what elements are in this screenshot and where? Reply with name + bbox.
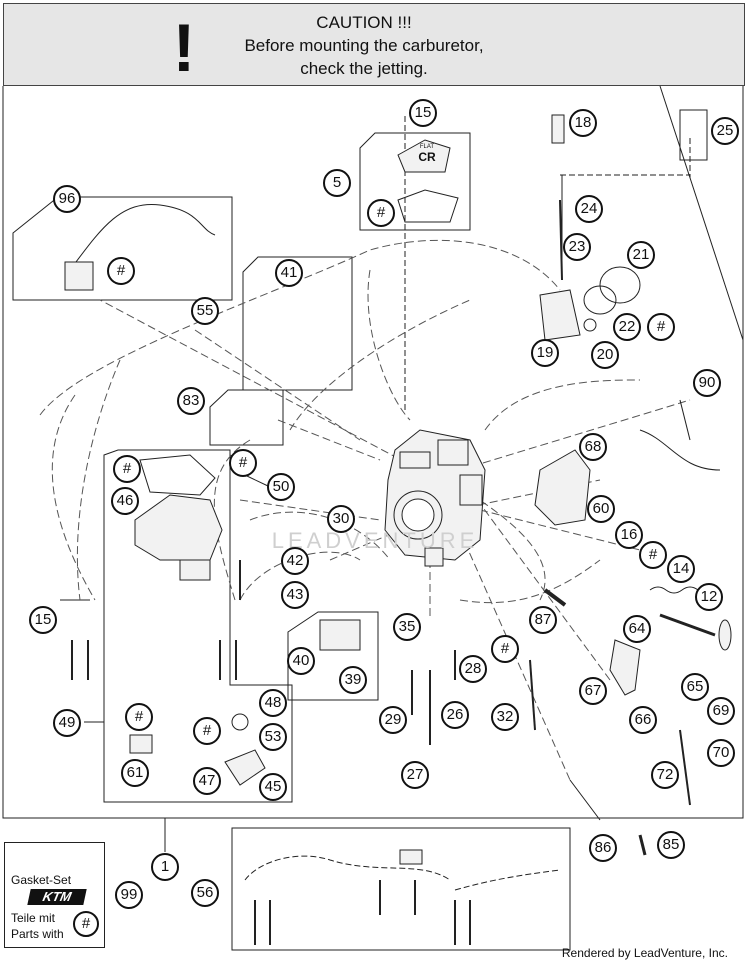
callout-60: 60 — [586, 494, 616, 524]
ktm-logo: KTM — [27, 889, 87, 905]
callout-5: 5 — [322, 168, 352, 198]
callout-hash-48: # — [124, 702, 154, 732]
watermark: LEADVENTURE — [272, 528, 479, 553]
gasket-set-hash-callout: # — [71, 909, 101, 939]
gasket-set-text-en: Parts with — [11, 927, 64, 941]
cover-label: FLAT CR — [412, 144, 442, 163]
cover-label-large: CR — [418, 150, 436, 164]
callout-65: 65 — [680, 672, 710, 702]
throttle-cover-part — [534, 449, 591, 526]
callout-20: 20 — [590, 340, 620, 370]
callout-32: 32 — [490, 702, 520, 732]
callout-99: 99 — [114, 880, 144, 910]
callout-1: 1 — [150, 852, 180, 882]
callout-hash-96: # — [106, 256, 136, 286]
callout-67: 67 — [578, 676, 608, 706]
group-box-40 — [287, 611, 379, 701]
callout-27: 27 — [400, 760, 430, 790]
callout-40: 40 — [286, 646, 316, 676]
callout-96: 96 — [52, 184, 82, 214]
callout-56: 56 — [190, 878, 220, 908]
callout-49: 49 — [52, 708, 82, 738]
callout-61: 61 — [120, 758, 150, 788]
throttle-spring — [649, 586, 699, 594]
callout-69: 69 — [706, 696, 736, 726]
callout-hash-22: # — [646, 312, 676, 342]
callout-21: 21 — [626, 240, 656, 270]
caution-text-line-1: Before mounting the carburetor, — [244, 36, 484, 55]
callout-86: 86 — [588, 833, 618, 863]
group-box-41 — [242, 256, 353, 391]
callout-66: 66 — [628, 705, 658, 735]
top-cover-part — [397, 139, 459, 223]
callout-hash-53: # — [192, 716, 222, 746]
caution-banner: ! CAUTION !!! Before mounting the carbur… — [3, 3, 745, 86]
callout-28: 28 — [458, 654, 488, 684]
group-box-5 — [359, 132, 471, 231]
caution-text-line-2: check the jetting. — [300, 59, 428, 78]
callout-85: 85 — [656, 830, 686, 860]
group-box-25 — [679, 109, 708, 161]
callout-46: 46 — [110, 486, 140, 516]
callout-53: 53 — [258, 722, 288, 752]
callout-hash-32: # — [490, 634, 520, 664]
callout-55: 55 — [190, 296, 220, 326]
callout-29: 29 — [378, 705, 408, 735]
callout-24: 24 — [574, 194, 604, 224]
callout-25: 25 — [710, 116, 740, 146]
callout-16: 16 — [614, 520, 644, 550]
callout-47: 47 — [192, 766, 222, 796]
pump-part — [539, 289, 581, 341]
callout-50: 50 — [266, 472, 296, 502]
main-frame — [2, 86, 744, 819]
callout-90: 90 — [692, 368, 722, 398]
callout-hash-14: # — [638, 540, 668, 570]
callout-87: 87 — [528, 605, 558, 635]
gasket-set-title: Gasket-Set — [11, 873, 72, 887]
callout-23: 23 — [562, 232, 592, 262]
callout-83: 83 — [176, 386, 206, 416]
gasket-set-box: Gasket-Set KTM Teile mit Parts with # — [4, 842, 105, 948]
group-box-49 — [103, 449, 293, 803]
gasket-set-text-de: Teile mit — [11, 911, 56, 925]
callout-68: 68 — [578, 432, 608, 462]
callout-26: 26 — [440, 700, 470, 730]
caution-title: CAUTION !!! — [316, 13, 412, 32]
group-box-56 — [231, 827, 571, 951]
callout-hash-83: # — [228, 448, 258, 478]
callout-64: 64 — [622, 614, 652, 644]
callout-48: 48 — [258, 688, 288, 718]
callout-45: 45 — [258, 772, 288, 802]
callout-22: 22 — [612, 312, 642, 342]
hot-start-cable — [69, 203, 216, 271]
float-bowl-part — [134, 454, 223, 581]
carburetor-body — [384, 429, 486, 567]
callout-70: 70 — [706, 738, 736, 768]
warning-icon: ! — [172, 10, 196, 86]
callout-41: 41 — [274, 258, 304, 288]
callout-39: 39 — [338, 665, 368, 695]
callout-hash-5: # — [366, 198, 396, 228]
group-box-83 — [209, 389, 284, 446]
callout-72: 72 — [650, 760, 680, 790]
callout-19: 19 — [530, 338, 560, 368]
callout-35: 35 — [392, 612, 422, 642]
callout-30: 30 — [326, 504, 356, 534]
callout-43: 43 — [280, 580, 310, 610]
throttle-cable — [639, 429, 721, 471]
callout-hash-49: # — [112, 454, 142, 484]
footer-credit: Rendered by LeadVenture, Inc. — [561, 946, 728, 960]
callout-14: 14 — [666, 554, 696, 584]
group-box-96 — [12, 196, 233, 301]
callout-18: 18 — [568, 108, 598, 138]
cover-label-small: FLAT — [419, 144, 435, 150]
callout-15-left: 15 — [28, 605, 58, 635]
callout-42: 42 — [280, 546, 310, 576]
callout-15-top: 15 — [408, 98, 438, 128]
callout-12: 12 — [694, 582, 724, 612]
